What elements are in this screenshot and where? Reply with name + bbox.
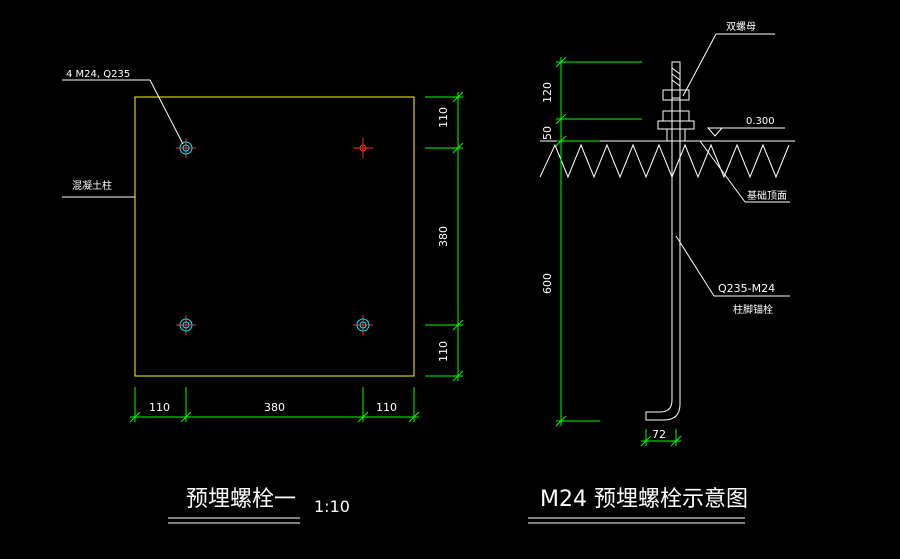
plan-dim-right-3: 110 <box>437 341 450 362</box>
plan-dim-bottom-3: 110 <box>376 401 397 414</box>
bolt-callout-text: 4 M24, Q235 <box>66 69 130 80</box>
section-dims-left: 120 50 600 <box>541 56 642 427</box>
plan-dim-bottom-2: 380 <box>264 401 285 414</box>
section-dim-3: 600 <box>541 273 554 294</box>
bolt-hole-bottom-left <box>176 315 196 335</box>
bolt-hole-top-right <box>353 138 373 158</box>
plan-dims-bottom: 110 380 110 <box>129 387 420 423</box>
ground-hatch <box>539 140 795 179</box>
elevation-text: 0.300 <box>746 116 775 127</box>
hook-dim-text: 72 <box>652 428 666 441</box>
bolt-spec-text: Q235-M24 <box>718 282 775 295</box>
plan-title: 预埋螺栓一 <box>186 487 296 512</box>
upper-nut <box>662 89 690 101</box>
plan-dim-right-1: 110 <box>437 107 450 128</box>
lower-nut <box>662 110 690 122</box>
plan-view: 4 M24, Q235 混凝土柱 110 380 110 <box>62 69 464 524</box>
foundation-callout: 基础顶面 <box>699 140 790 203</box>
plan-dim-right-2: 380 <box>437 226 450 247</box>
plan-scale: 1:10 <box>314 497 350 516</box>
section-view: 120 50 600 72 双螺母 0.300 <box>528 21 795 524</box>
bolt-callout: 4 M24, Q235 <box>62 69 184 145</box>
section-title: M24 预埋螺栓示意图 <box>540 487 748 512</box>
washer <box>666 128 686 142</box>
elevation-mark: 0.300 <box>706 116 785 137</box>
bolt-hole-bottom-right <box>353 315 373 335</box>
section-title-block: M24 预埋螺栓示意图 <box>528 487 748 524</box>
plan-dim-bottom-1: 110 <box>149 401 170 414</box>
column-label: 混凝土柱 <box>62 179 135 198</box>
anchor-bolt <box>645 61 695 421</box>
nut-callout: 双螺母 <box>682 21 775 97</box>
base-plate-section <box>657 120 695 130</box>
section-dim-1: 120 <box>541 82 554 103</box>
column-label-text: 混凝土柱 <box>72 179 112 192</box>
hook-dim: 72 <box>640 428 682 447</box>
section-dim-2: 50 <box>541 126 554 140</box>
nut-label: 双螺母 <box>726 21 756 33</box>
bolt-spec-callout: Q235-M24 柱脚锚栓 <box>675 235 790 316</box>
foundation-label: 基础顶面 <box>747 189 787 202</box>
plan-dims-right: 110 380 110 <box>425 91 464 382</box>
plan-title-block: 预埋螺栓一 1:10 <box>168 487 350 524</box>
base-plate-outline <box>134 96 415 377</box>
bolt-name-text: 柱脚锚栓 <box>733 303 773 316</box>
bolt-hole-top-left <box>176 138 196 158</box>
bolt-shank <box>645 98 681 421</box>
